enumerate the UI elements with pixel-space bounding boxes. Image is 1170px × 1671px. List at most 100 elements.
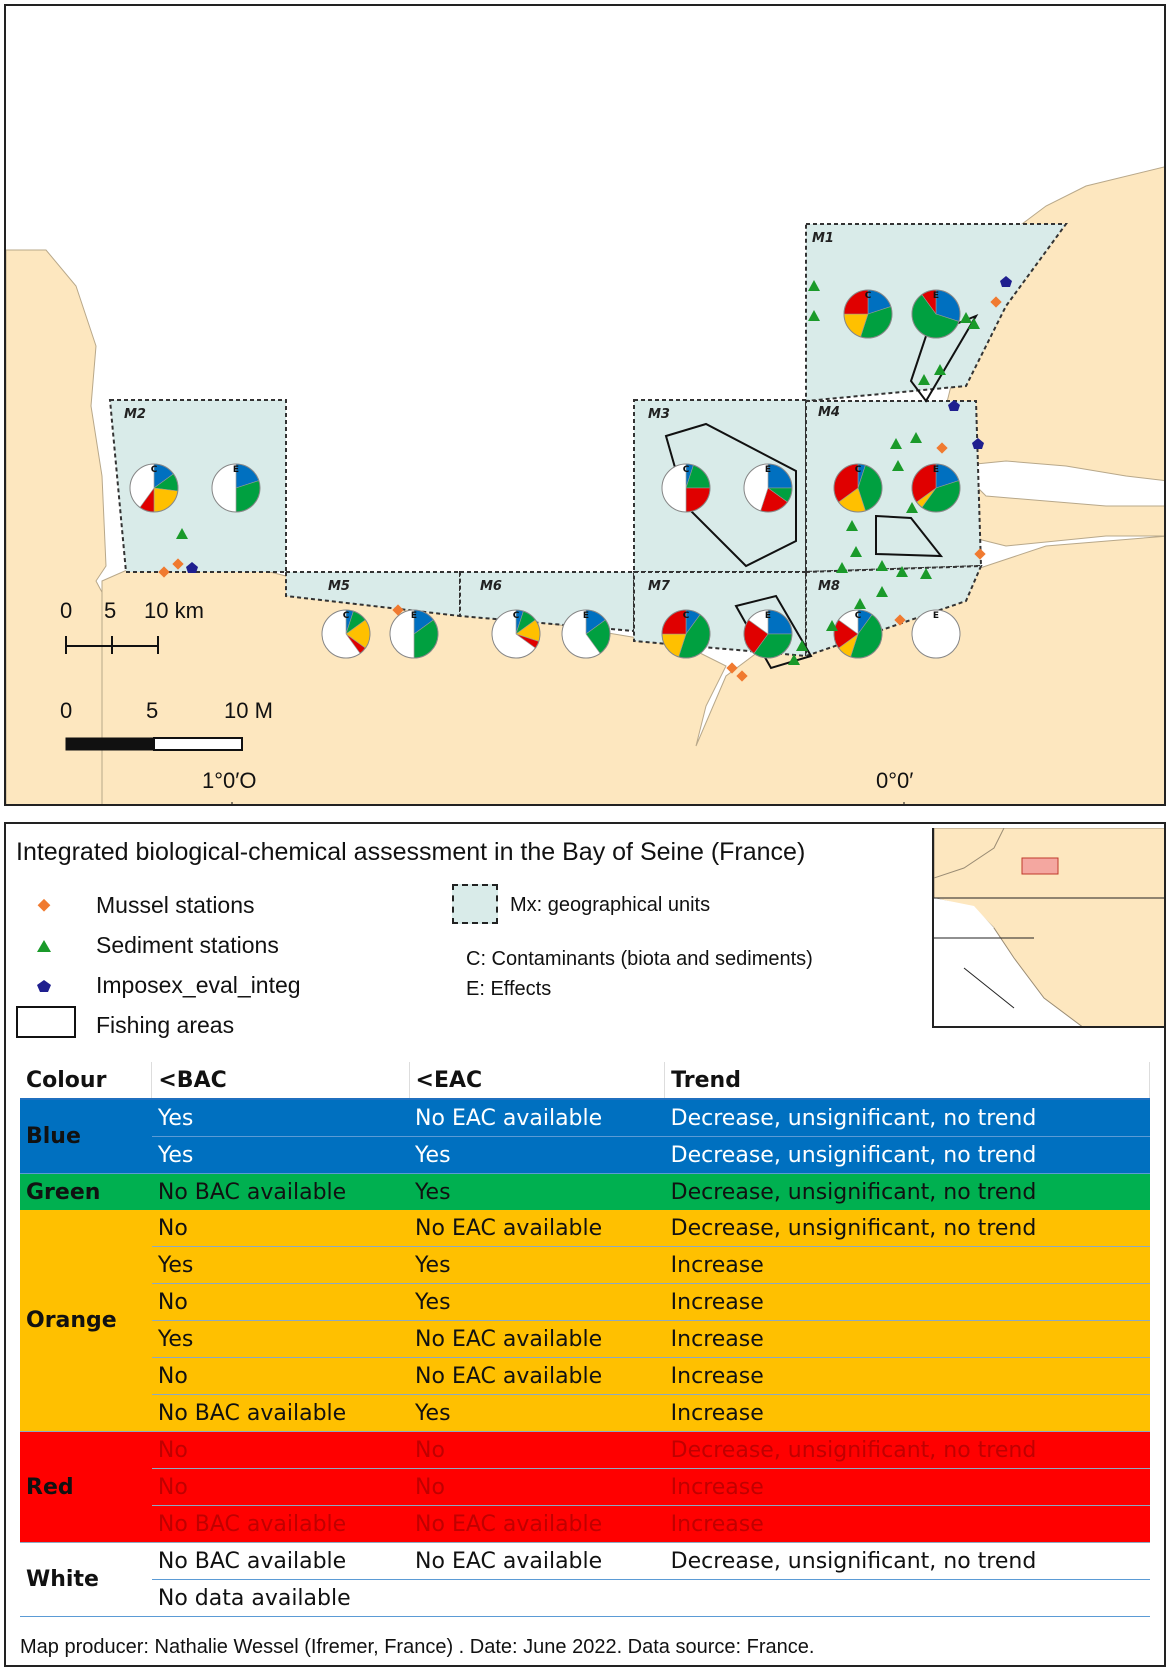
table-row: No No Increase <box>20 1468 1150 1506</box>
sediment-station-marker <box>920 568 932 579</box>
pie-contaminants: C <box>833 609 883 659</box>
cell-bac: No <box>151 1357 410 1395</box>
pie-label: C <box>151 465 158 475</box>
sediment-station-marker <box>890 438 902 449</box>
pie-label: E <box>933 465 939 475</box>
pie-contaminants: C <box>843 289 893 339</box>
pie-outline <box>129 463 179 513</box>
station-markers <box>158 276 1012 682</box>
sediment-station-marker <box>826 620 838 631</box>
cell-trend: Decrease, unsignificant, no trend <box>664 1136 1150 1174</box>
sediment-station-marker <box>808 310 820 321</box>
legend-e-note: E: Effects <box>466 978 552 1000</box>
imposex-station-marker <box>948 400 960 411</box>
pie-contaminants: C <box>129 463 179 513</box>
pie-label: E <box>933 611 939 621</box>
pie-label: E <box>765 465 771 475</box>
fishing-area-swatch-icon <box>16 1006 76 1038</box>
sediment-station-marker <box>176 528 188 539</box>
cell-bac: Yes <box>151 1320 410 1358</box>
header-trend: Trend <box>664 1062 1150 1100</box>
pie-outline <box>743 609 793 659</box>
imposex-station-marker <box>186 562 198 573</box>
sediment-station-marker <box>850 546 862 557</box>
cell-eac: No <box>409 1431 665 1469</box>
table-row: Yes Yes Increase <box>20 1246 1150 1284</box>
legend-title: Integrated biological-chemical assessmen… <box>16 838 806 866</box>
pie-outline <box>743 463 793 513</box>
unit-label-m3: M3 <box>648 407 670 422</box>
sediment-station-marker <box>960 312 972 323</box>
pie-label: C <box>683 465 690 475</box>
pie-label: E <box>933 291 939 301</box>
sediment-station-marker <box>968 318 980 329</box>
pie-effects: E <box>211 463 261 513</box>
pie-contaminants: C <box>491 609 541 659</box>
header-bac: <BAC <box>151 1062 410 1100</box>
colour-orange: Orange <box>20 1210 152 1432</box>
table-row: No BAC available Yes Increase <box>20 1394 1150 1432</box>
sediment-marker-icon <box>37 940 51 952</box>
cell-trend: Increase <box>664 1246 1150 1284</box>
scale-m-0: 0 <box>60 698 73 723</box>
cell-trend: Increase <box>664 1357 1150 1395</box>
table-row: Yes No EAC available Increase <box>20 1320 1150 1358</box>
longitude-label-1w: 1°0′O <box>202 768 257 793</box>
sediment-station-marker <box>846 520 858 531</box>
cell-eac: No EAC available <box>409 1505 665 1543</box>
fishing-area-m4 <box>875 514 944 558</box>
pie-outline <box>321 609 371 659</box>
sediment-station-marker <box>934 364 946 375</box>
cell-trend: Increase <box>664 1283 1150 1321</box>
map-credits: Map producer: Nathalie Wessel (Ifremer, … <box>20 1636 815 1658</box>
sediment-station-marker <box>788 654 800 665</box>
cell-bac: No <box>151 1468 410 1506</box>
mussel-station-marker <box>158 566 170 578</box>
pie-contaminants: C <box>661 463 711 513</box>
cell-bac: No BAC available <box>151 1394 410 1432</box>
cell-trend: Decrease, unsignificant, no trend <box>664 1431 1150 1469</box>
pie-effects: E <box>389 609 439 659</box>
scale-km-0: 0 <box>60 598 73 623</box>
table-row: White No BAC available No EAC available … <box>20 1542 1150 1617</box>
header-colour: Colour <box>20 1062 153 1100</box>
table-row: Orange No No EAC available Decrease, uns… <box>20 1210 1150 1432</box>
unit-label-m6: M6 <box>480 579 502 594</box>
table-row: No BAC available No EAC available Increa… <box>20 1505 1150 1543</box>
mussel-station-marker <box>392 604 404 616</box>
mussel-station-marker <box>736 670 748 682</box>
cell-bac: No <box>151 1431 410 1469</box>
pie-label: E <box>583 611 589 621</box>
legend-imposex-label: Imposex_eval_integ <box>96 972 301 998</box>
cell-no-data: No data available <box>151 1579 1150 1617</box>
seine-estuary <box>954 460 1164 507</box>
unit-label-m7: M7 <box>648 579 671 594</box>
inset-bay-highlight <box>1021 857 1059 875</box>
pie-effects: E <box>743 463 793 513</box>
legend-units-label: Mx: geographical units <box>510 894 711 916</box>
sediment-station-marker <box>876 560 888 571</box>
sediment-station-marker <box>906 502 918 513</box>
pie-outline <box>389 609 439 659</box>
cell-bac: No BAC available <box>151 1542 410 1580</box>
cell-trend: Decrease, unsignificant, no trend <box>664 1210 1150 1247</box>
legend-c-note: C: Contaminants (biota and sediments) <box>466 948 813 970</box>
mussel-station-marker <box>894 614 906 626</box>
imposex-marker-icon <box>37 980 51 992</box>
pie-outline <box>661 463 711 513</box>
cell-bac: No <box>151 1283 410 1321</box>
pie-label: C <box>343 611 350 621</box>
cell-eac: Yes <box>409 1246 665 1284</box>
sediment-station-marker <box>854 598 866 609</box>
sediment-station-marker <box>910 432 922 443</box>
cell-eac: Yes <box>409 1283 665 1321</box>
sediment-station-marker <box>836 562 848 573</box>
pie-outline <box>833 463 883 513</box>
pie-label: C <box>513 611 520 621</box>
cell-trend: Increase <box>664 1505 1150 1543</box>
table-row: Blue Yes No EAC available Decrease, unsi… <box>20 1099 1150 1174</box>
cell-trend: Decrease, unsignificant, no trend <box>664 1542 1150 1580</box>
colour-white: White <box>20 1542 152 1617</box>
